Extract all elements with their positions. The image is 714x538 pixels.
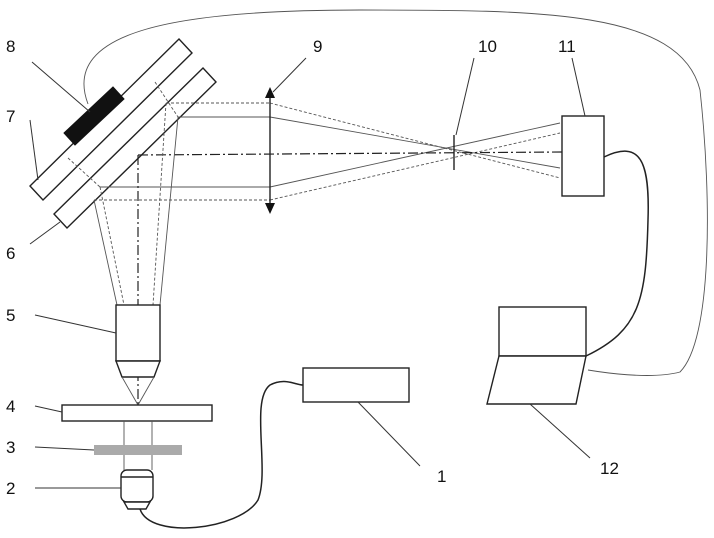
converge-b [270,117,560,168]
leader-6 [30,222,60,244]
leader-4 [35,406,62,412]
slide-4 [62,405,212,421]
light-source-2-body [121,470,153,502]
objective-5-body [116,305,160,361]
label-7: 7 [6,107,15,126]
light-source-2-base [124,502,150,509]
upper-mirror-ray [68,158,100,187]
label-8: 8 [6,37,15,56]
focus-cone-right [138,377,154,405]
leader-12 [530,404,590,458]
lens-9-arrow-bottom [265,203,275,214]
leader-10 [456,58,474,135]
down-ray-left-inner [100,187,124,305]
converge-c [270,123,560,187]
label-10: 10 [478,37,497,56]
label-3: 3 [6,438,15,457]
converge-a [270,103,560,178]
label-2: 2 [6,479,15,498]
leader-7 [30,120,38,180]
laptop-screen [499,307,586,356]
down-ray-right-outer [160,117,178,305]
leader-1 [358,402,420,466]
lens-9-arrow-top [265,87,275,98]
label-4: 4 [6,397,15,416]
objective-5-tip [116,361,160,377]
power-supply-1 [303,368,409,402]
leader-5 [35,315,116,333]
leader-9 [273,58,306,92]
label-11: 11 [558,37,576,56]
label-5: 5 [6,306,15,325]
laptop-base [487,356,586,404]
label-6: 6 [6,244,15,263]
leader-8 [32,62,90,112]
filter-3 [94,445,182,455]
label-1: 1 [437,467,446,486]
converge-d [270,133,560,200]
leader-3 [35,447,94,450]
detector-11 [562,116,604,196]
focus-cone-left [122,377,138,405]
leader-11 [572,58,585,116]
horizontal-axis [138,152,562,155]
label-9: 9 [313,37,322,56]
label-12: 12 [600,459,619,478]
